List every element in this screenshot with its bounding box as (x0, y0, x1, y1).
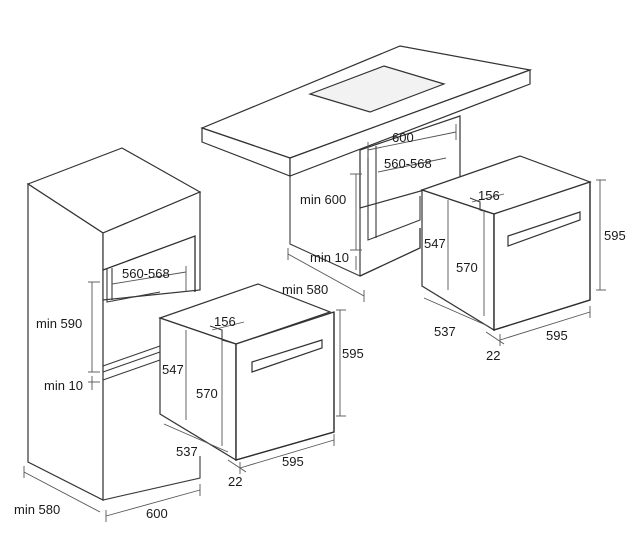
oven-left-front-thickness-label: 22 (228, 474, 242, 489)
oven-right-inner-height-label: 570 (456, 260, 478, 275)
tall-width-label: 600 (146, 506, 168, 521)
oven-right-front-thickness-label: 22 (486, 348, 500, 363)
hob (308, 65, 446, 113)
tall-niche-width-label: 560-568 (122, 266, 170, 281)
oven-right (420, 155, 606, 346)
tall-unit-front-upper (102, 191, 201, 301)
oven-right-depth-label: 537 (434, 324, 456, 339)
oven-left-height-label: 595 (342, 346, 364, 361)
oven-left-width-label: 595 (282, 454, 304, 469)
tall-unit (23, 147, 202, 522)
counter-depth-label: min 580 (282, 282, 328, 297)
counter-vent-gap-label: min 10 (310, 250, 349, 265)
counter-height-label: min 600 (300, 192, 346, 207)
oven-left-top-depth-label: 156 (214, 314, 236, 329)
counter-width-label: 600 (392, 130, 414, 145)
oven-right-width-label: 595 (546, 328, 568, 343)
tall-vent-gap-label: min 10 (44, 378, 83, 393)
oven-left-depth-label: 537 (176, 444, 198, 459)
oven-right-body-height-label: 547 (424, 236, 446, 251)
oven-right-height-label: 595 (604, 228, 626, 243)
tall-niche-height-label: min 590 (36, 316, 82, 331)
oven-left-handle (251, 339, 323, 373)
oven-right-handle (507, 211, 581, 247)
oven-left-inner-height-label: 570 (196, 386, 218, 401)
oven-right-top-depth-label: 156 (478, 188, 500, 203)
worktop-edge-front (289, 69, 531, 177)
counter-niche-width-label: 560-568 (384, 156, 432, 171)
tall-depth-label: min 580 (14, 502, 60, 517)
oven-left-body-height-label: 547 (162, 362, 184, 377)
tall-unit-niche (102, 235, 196, 292)
oven-left (158, 283, 346, 474)
